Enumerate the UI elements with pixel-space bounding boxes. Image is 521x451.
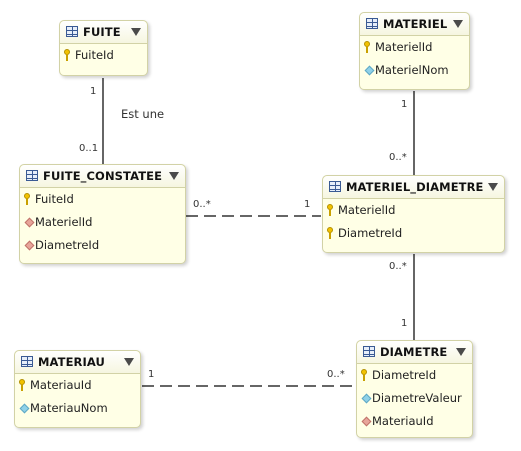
- multiplicity-label: 1: [304, 199, 311, 210]
- entity-materiel-diametre[interactable]: MATERIEL_DIAMETRE MaterielId DiametreId: [322, 175, 505, 253]
- field-row[interactable]: FuiteId: [60, 44, 147, 67]
- entity-title: MATERIAU: [38, 355, 105, 369]
- entity-header: MATERIEL_DIAMETRE: [323, 176, 504, 199]
- field-row[interactable]: MateriauNom: [15, 397, 140, 420]
- field-label: FuiteId: [75, 48, 114, 62]
- field-row[interactable]: DiametreId: [323, 222, 504, 245]
- entity-materiel[interactable]: MATERIEL MaterielId MaterielNom: [359, 12, 470, 90]
- key-icon: [19, 379, 25, 391]
- field-label: MateriauNom: [30, 401, 108, 415]
- diamond-red-icon: [24, 240, 35, 251]
- diamond-red-icon: [24, 217, 35, 228]
- table-icon: [21, 356, 33, 367]
- table-icon: [26, 170, 38, 181]
- diamond-blue-icon: [19, 403, 30, 414]
- field-label: DiametreId: [372, 368, 437, 382]
- entity-fuite[interactable]: FUITE FuiteId: [59, 20, 148, 76]
- multiplicity-label: 0..*: [193, 199, 211, 210]
- key-icon: [24, 193, 30, 205]
- multiplicity-label: 1: [401, 318, 408, 329]
- collapse-arrow-icon[interactable]: [169, 172, 179, 180]
- collapse-arrow-icon[interactable]: [131, 28, 141, 36]
- field-row[interactable]: FuiteId: [20, 188, 185, 211]
- field-label: MateriauId: [30, 378, 92, 392]
- key-icon: [361, 369, 367, 381]
- field-label: DiametreValeur: [372, 391, 462, 405]
- entity-header: DIAMETRE: [357, 341, 472, 364]
- key-icon: [327, 204, 333, 216]
- field-row[interactable]: DiametreId: [357, 364, 472, 387]
- relationship-label: Est une: [121, 107, 165, 121]
- multiplicity-label: 1: [90, 86, 97, 97]
- multiplicity-label: 0..*: [389, 152, 407, 163]
- field-label: DiametreId: [35, 238, 100, 252]
- entity-header: MATERIAU: [15, 351, 140, 374]
- entity-title: DIAMETRE: [380, 345, 448, 359]
- table-icon: [366, 18, 378, 29]
- field-row[interactable]: MaterielId: [20, 211, 185, 234]
- field-row[interactable]: DiametreValeur: [357, 387, 472, 410]
- field-row[interactable]: MaterielId: [323, 199, 504, 222]
- field-row[interactable]: MaterielId: [360, 36, 469, 59]
- key-icon: [327, 227, 333, 239]
- entity-header: MATERIEL: [360, 13, 469, 36]
- entity-title: FUITE_CONSTATEE: [43, 169, 163, 183]
- diamond-red-icon: [361, 416, 372, 427]
- field-row[interactable]: DiametreId: [20, 234, 185, 257]
- entity-fuite-constatee[interactable]: FUITE_CONSTATEE FuiteId MaterielId Diame…: [19, 164, 186, 264]
- table-icon: [363, 346, 375, 357]
- multiplicity-label: 1: [401, 99, 408, 110]
- entity-title: MATERIEL: [383, 17, 448, 31]
- entity-header: FUITE: [60, 21, 147, 44]
- field-label: MaterielId: [375, 40, 433, 54]
- diamond-blue-icon: [364, 65, 375, 76]
- entity-diametre[interactable]: DIAMETRE DiametreId DiametreValeur Mater…: [356, 340, 473, 438]
- multiplicity-label: 0..*: [389, 261, 407, 272]
- field-label: MaterielId: [338, 203, 396, 217]
- collapse-arrow-icon[interactable]: [488, 183, 498, 191]
- multiplicity-label: 0..*: [327, 369, 345, 380]
- field-label: MaterielNom: [375, 63, 449, 77]
- key-icon: [64, 49, 70, 61]
- entity-materiau[interactable]: MATERIAU MateriauId MateriauNom: [14, 350, 141, 428]
- collapse-arrow-icon[interactable]: [453, 20, 463, 28]
- diamond-blue-icon: [361, 393, 372, 404]
- table-icon: [66, 26, 78, 37]
- field-row[interactable]: MateriauId: [357, 410, 472, 433]
- collapse-arrow-icon[interactable]: [124, 358, 134, 366]
- table-icon: [329, 181, 341, 192]
- field-label: DiametreId: [338, 226, 403, 240]
- field-label: MateriauId: [372, 414, 434, 428]
- multiplicity-label: 1: [148, 369, 155, 380]
- multiplicity-label: 0..1: [79, 143, 99, 154]
- field-label: FuiteId: [35, 192, 74, 206]
- field-row[interactable]: MaterielNom: [360, 59, 469, 82]
- entity-title: MATERIEL_DIAMETRE: [346, 180, 484, 194]
- entity-header: FUITE_CONSTATEE: [20, 165, 185, 188]
- key-icon: [364, 41, 370, 53]
- field-row[interactable]: MateriauId: [15, 374, 140, 397]
- collapse-arrow-icon[interactable]: [456, 348, 466, 356]
- field-label: MaterielId: [35, 215, 93, 229]
- entity-title: FUITE: [83, 25, 121, 39]
